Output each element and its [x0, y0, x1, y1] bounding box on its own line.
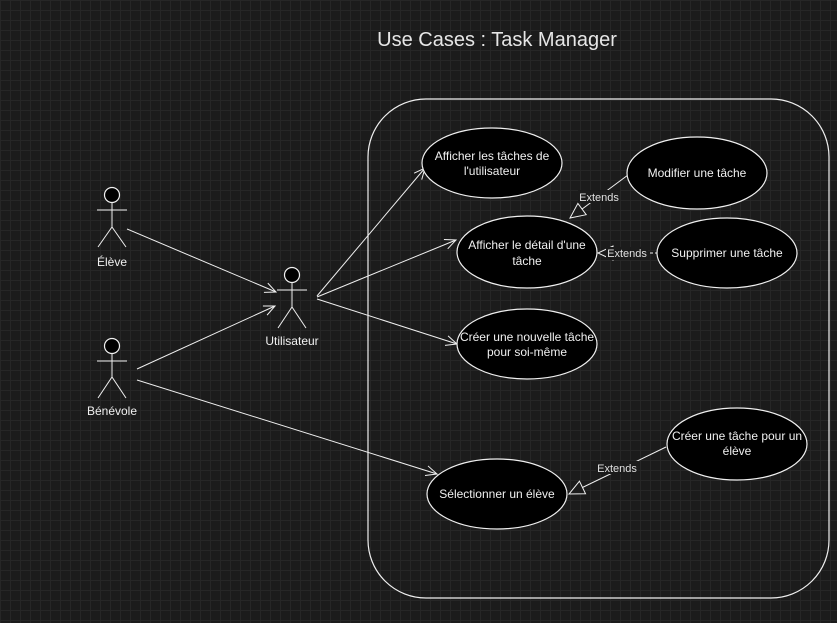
actor-eleve-label: Élève	[97, 254, 127, 269]
use-case-afficher-taches[interactable]: Afficher les tâches de l'utilisateur	[421, 127, 563, 199]
use-case-label: élève	[723, 444, 752, 458]
use-case-supprimer-tache[interactable]: Supprimer une tâche	[656, 217, 798, 289]
association-utilisateur-creer-tache	[316, 298, 459, 346]
use-case-label: Afficher le détail d'une	[468, 238, 586, 252]
use-case-selectionner-eleve[interactable]: Sélectionner un élève	[426, 458, 568, 530]
actor-eleve	[97, 186, 127, 248]
extends-label-bg	[606, 247, 648, 260]
use-case-label: Supprimer une tâche	[671, 246, 783, 260]
actor-benevole	[97, 337, 127, 399]
system-boundary	[367, 98, 830, 599]
use-case-label: tâche	[512, 254, 542, 268]
use-case-creer-tache-eleve[interactable]: Créer une tâche pour un élève	[666, 407, 808, 481]
extends-label: Extends	[579, 192, 619, 204]
diagram-title: Use Cases : Task Manager	[377, 29, 617, 51]
actor-utilisateur-label: Utilisateur	[265, 334, 318, 348]
use-case-label: Créer une nouvelle tâche	[460, 330, 594, 344]
extends-label: Extends	[607, 248, 647, 260]
actor-utilisateur	[277, 266, 307, 329]
actor-benevole-label: Bénévole	[87, 404, 137, 418]
use-case-label: pour soi-même	[487, 345, 567, 359]
association-benevole-utilisateur	[136, 305, 277, 370]
association-benevole-selectionner	[136, 379, 439, 476]
use-case-creer-tache[interactable]: Créer une nouvelle tâche pour soi-même	[456, 308, 598, 380]
extends-label-bg	[596, 461, 638, 474]
use-case-label: Créer une tâche pour un	[672, 429, 802, 443]
association-utilisateur-afficher-taches	[316, 167, 426, 297]
use-case-label: Afficher les tâches de	[435, 149, 550, 163]
use-case-label: l'utilisateur	[464, 164, 520, 178]
use-case-label: Modifier une tâche	[648, 166, 747, 180]
use-case-label: Sélectionner un élève	[439, 487, 555, 501]
association-eleve-utilisateur	[126, 228, 278, 293]
extends-label-bg	[578, 190, 620, 203]
use-case-afficher-detail[interactable]: Afficher le détail d'une tâche	[456, 215, 598, 289]
extends-label: Extends	[597, 463, 637, 475]
association-utilisateur-afficher-detail	[316, 239, 458, 298]
use-case-modifier-tache[interactable]: Modifier une tâche	[626, 136, 768, 210]
